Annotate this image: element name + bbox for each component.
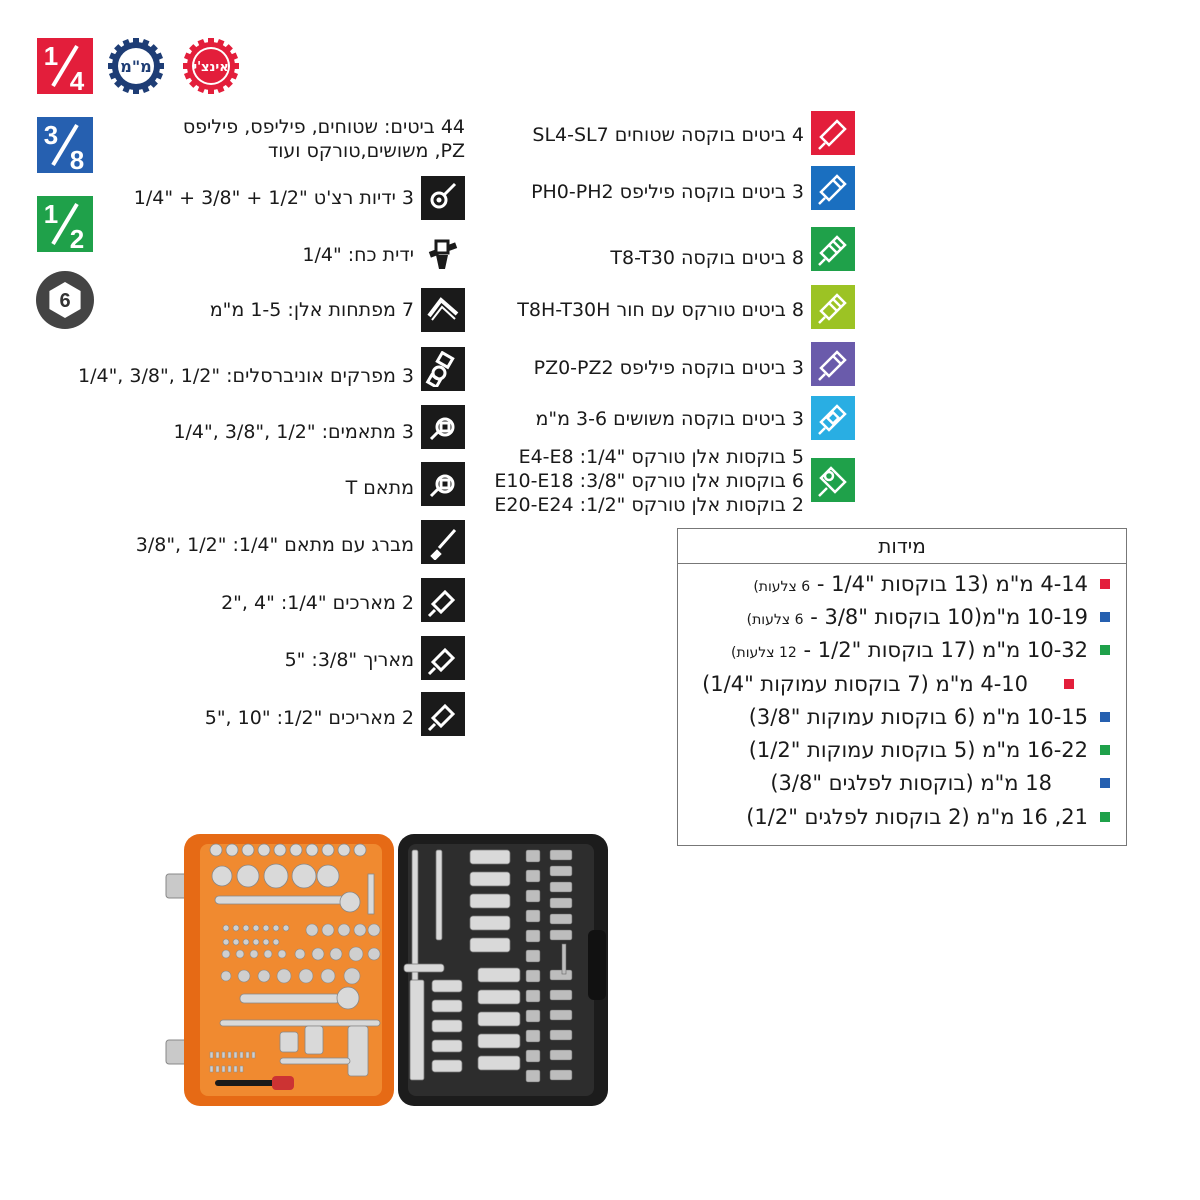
- dimension-text: 4-14 מ"מ (13 בוקסות "1/4 - 6 צלעות): [753, 571, 1088, 596]
- adapter-icon: [421, 405, 465, 449]
- universal-joint-icon: [421, 347, 465, 391]
- right-item-label: 8 ביטים בוקסה T8-T30: [610, 247, 804, 269]
- torx-bit-icon: [811, 227, 855, 271]
- dimension-row: 10-32 מ"מ (17 בוקסות "1/2 - 12 צלעות): [731, 633, 1110, 666]
- color-dot: [1100, 611, 1110, 622]
- t-adapter-icon: [421, 462, 465, 506]
- bits-summary: 44 ביטים: שטוחים, פיליפס, פיליפס PZ, משו…: [120, 115, 465, 163]
- right-item-label: 8 ביטים טורקס עם חור T8H-T30H: [517, 299, 804, 321]
- dimension-row: 10-15 מ"מ (6 בוקסות עמוקות "3/8): [749, 700, 1110, 733]
- tool-kit-photo: [160, 830, 610, 1110]
- badge-numerator: 1: [44, 41, 58, 71]
- left-item-label: 2 מארכים "1/4: "4 ,"2: [221, 592, 414, 614]
- mm-label: מ"מ: [120, 57, 152, 76]
- color-dot: [1100, 777, 1110, 788]
- color-dot: [1100, 644, 1110, 655]
- dimension-row: 4-14 מ"מ (13 בוקסות "1/4 - 6 צלעות): [753, 567, 1110, 600]
- color-dot: [1100, 711, 1110, 722]
- bits-summary-line1: 44 ביטים: שטוחים, פיליפס, פיליפס: [182, 116, 465, 138]
- e-torx-socket-lines: 5 בוקסות אלן טורקס "1/4: E4-E8 6 בוקסות …: [494, 445, 804, 517]
- dimension-text: 10-19 מ"מ(10 בוקסות "3/8 - 6 צלעות): [746, 604, 1088, 629]
- dimension-row: 4-10 מ"מ (7 בוקסות עמוקות "1/4): [702, 667, 1074, 700]
- extension-icon: [421, 636, 465, 680]
- left-item-label: מאריך "3/8: "5: [284, 649, 414, 671]
- inch-badge: אינצ'י: [183, 38, 239, 94]
- six-point-label: 6: [59, 290, 70, 312]
- left-item-label: 2 מאריכים "1/2: "10 ,"5: [204, 707, 414, 729]
- left-item-label: 7 מפתחות אלן: 1-5 מ"מ: [209, 299, 414, 321]
- left-item-label: מברג עם מתאם "1/4: "1/2 ,"3/8: [135, 534, 414, 556]
- pozidriv-bit-icon: [811, 342, 855, 386]
- badge-numerator: 3: [44, 120, 58, 150]
- hex-bit-icon: [811, 396, 855, 440]
- left-item-label: ידית כח: "1/4: [302, 244, 414, 266]
- left-item-label: 3 מתאמים: "1/2 ,"3/8 ,"1/4: [173, 421, 414, 443]
- dimension-text: 10-32 מ"מ (17 בוקסות "1/2 - 12 צלעות): [731, 637, 1088, 662]
- e-torx-socket-icon: [811, 458, 855, 502]
- power-handle-icon: [421, 233, 465, 277]
- color-dot: [1100, 578, 1110, 589]
- badge-denominator: 8: [70, 145, 84, 173]
- dimension-text: 10-15 מ"מ (6 בוקסות עמוקות "3/8): [748, 704, 1088, 729]
- extension-icon: [421, 692, 465, 736]
- quarter-inch-badge: 1 4: [37, 38, 93, 96]
- dimension-row: 18 מ"מ (בוקסות לפלגים "3/8): [770, 766, 1110, 799]
- dimensions-table: מידות 4-14 מ"מ (13 בוקסות "1/4 - 6 צלעות…: [677, 528, 1127, 846]
- badge-numerator: 1: [44, 199, 58, 229]
- slotted-bit-icon: [811, 111, 855, 155]
- badge-denominator: 4: [70, 66, 85, 94]
- phillips-bit-icon: [811, 166, 855, 210]
- torx-socket-line: 6 בוקסות אלן טורקס "3/8: E10-E18: [494, 470, 804, 492]
- mm-badge: מ"מ: [108, 38, 164, 94]
- screwdriver-adapter-icon: [421, 520, 465, 564]
- dimension-text: 21, 16 מ"מ (2 בוקסות לפלגים "1/2): [746, 804, 1088, 829]
- color-dot: [1100, 811, 1110, 822]
- extension-icon: [421, 578, 465, 622]
- right-item-label: 3 ביטים בוקסה משושים 3-6 מ"מ: [535, 408, 804, 430]
- right-item-label: 3 ביטים בוקסה פיליפס PH0-PH2: [531, 181, 804, 203]
- six-point-badge: 6: [35, 270, 95, 330]
- inch-label: אינצ'י: [193, 60, 228, 75]
- torx-socket-line: 5 בוקסות אלן טורקס "1/4: E4-E8: [518, 446, 804, 468]
- badge-denominator: 2: [70, 224, 84, 252]
- bits-summary-line2: PZ, משושים,טורקס ועוד: [267, 140, 465, 162]
- torx-socket-line: 2 בוקסות אלן טורקס "1/2: E20-E24: [494, 494, 804, 516]
- left-item-label: 3 מפרקים אוניברסלים: "1/2 ,"3/8 ,"1/4: [77, 365, 414, 387]
- dimension-text: 4-10 מ"מ (7 בוקסות עמוקות "1/4): [702, 671, 1028, 696]
- dimension-row: 16-22 מ"מ (5 בוקסות עמוקות "1/2): [749, 733, 1110, 766]
- dimension-text: 18 מ"מ (בוקסות לפלגים "3/8): [770, 770, 1052, 795]
- three-eighths-inch-badge: 3 8: [37, 117, 93, 175]
- left-item-label: 3 ידיות רצ'ט "1/2 + "3/8 + "1/4: [133, 187, 414, 209]
- right-item-label: 3 ביטים בוקסה פיליפס PZ0-PZ2: [533, 357, 804, 379]
- right-item-label: 4 ביטים בוקסה שטוחים SL4-SL7: [532, 124, 804, 146]
- half-inch-badge: 1 2: [37, 196, 93, 254]
- color-dot: [1100, 744, 1110, 755]
- left-item-label: מתאם T: [345, 477, 414, 499]
- dimension-text: 16-22 מ"מ (5 בוקסות עמוקות "1/2): [748, 737, 1088, 762]
- torx-hole-bit-icon: [811, 285, 855, 329]
- ratchet-icon: [421, 176, 465, 220]
- dimension-row: 21, 16 מ"מ (2 בוקסות לפלגים "1/2): [746, 800, 1110, 833]
- dimension-row: 10-19 מ"מ(10 בוקסות "3/8 - 6 צלעות): [747, 600, 1110, 633]
- color-dot: [1064, 678, 1074, 689]
- dimensions-title: מידות: [678, 529, 1126, 564]
- allen-key-icon: [421, 288, 465, 332]
